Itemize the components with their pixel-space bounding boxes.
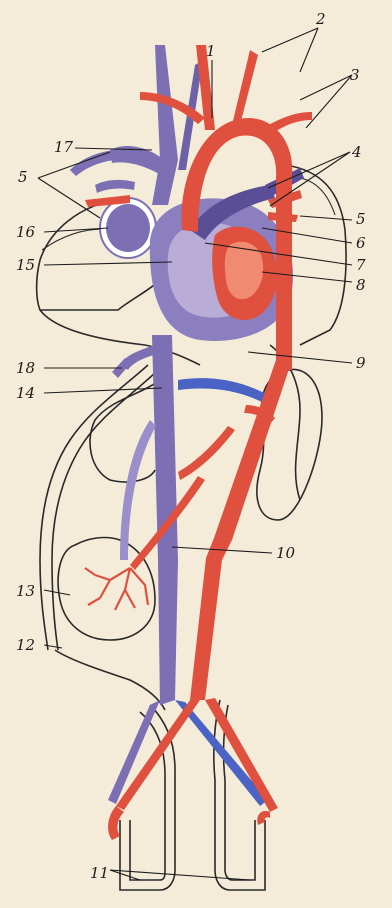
label-6: 6 — [356, 234, 366, 252]
label-15: 15 — [16, 256, 35, 274]
label-18: 18 — [16, 359, 35, 377]
pelvis-outline — [55, 650, 165, 710]
left-arm-vein — [95, 180, 135, 193]
descending-aorta — [190, 360, 292, 700]
right-femoral-hook — [257, 811, 270, 825]
mesenteric-artery — [178, 426, 235, 480]
leg-left-inner — [130, 712, 165, 880]
label-9: 9 — [356, 354, 366, 372]
pulmonary-vein-branch-2 — [268, 212, 298, 222]
right-atrium-inner — [106, 204, 150, 252]
label-12: 12 — [16, 636, 35, 654]
placenta-vessels — [85, 568, 148, 610]
labels: 1 2 3 4 5 5 6 7 8 9 10 11 12 13 14 18 15… — [16, 10, 366, 882]
label-5-left: 5 — [18, 168, 28, 186]
right-lung-fissure — [300, 178, 335, 215]
left-subclavian-vein — [70, 150, 115, 176]
label-7: 7 — [356, 256, 366, 274]
common-carotid-artery — [232, 50, 258, 125]
label-10: 10 — [276, 544, 296, 562]
label-8: 8 — [356, 276, 366, 294]
left-femoral-hook — [108, 806, 124, 840]
label-2: 2 — [315, 10, 326, 28]
renal-vein — [178, 378, 268, 403]
umbilical-cord-inner — [52, 372, 156, 650]
umbilical-cord-outer — [40, 365, 148, 650]
right-iliac-artery — [205, 698, 278, 812]
label-4: 4 — [351, 143, 362, 161]
label-14: 14 — [16, 384, 35, 402]
leader-lines — [38, 28, 352, 880]
superior-vena-cava — [152, 45, 178, 205]
label-1: 1 — [206, 42, 216, 60]
umbilical-vein — [120, 420, 156, 560]
label-5-right: 5 — [356, 210, 366, 228]
label-13: 13 — [16, 582, 35, 600]
label-17: 17 — [54, 138, 74, 156]
label-16: 16 — [16, 223, 36, 241]
label-11: 11 — [90, 864, 109, 882]
label-3: 3 — [350, 66, 360, 84]
